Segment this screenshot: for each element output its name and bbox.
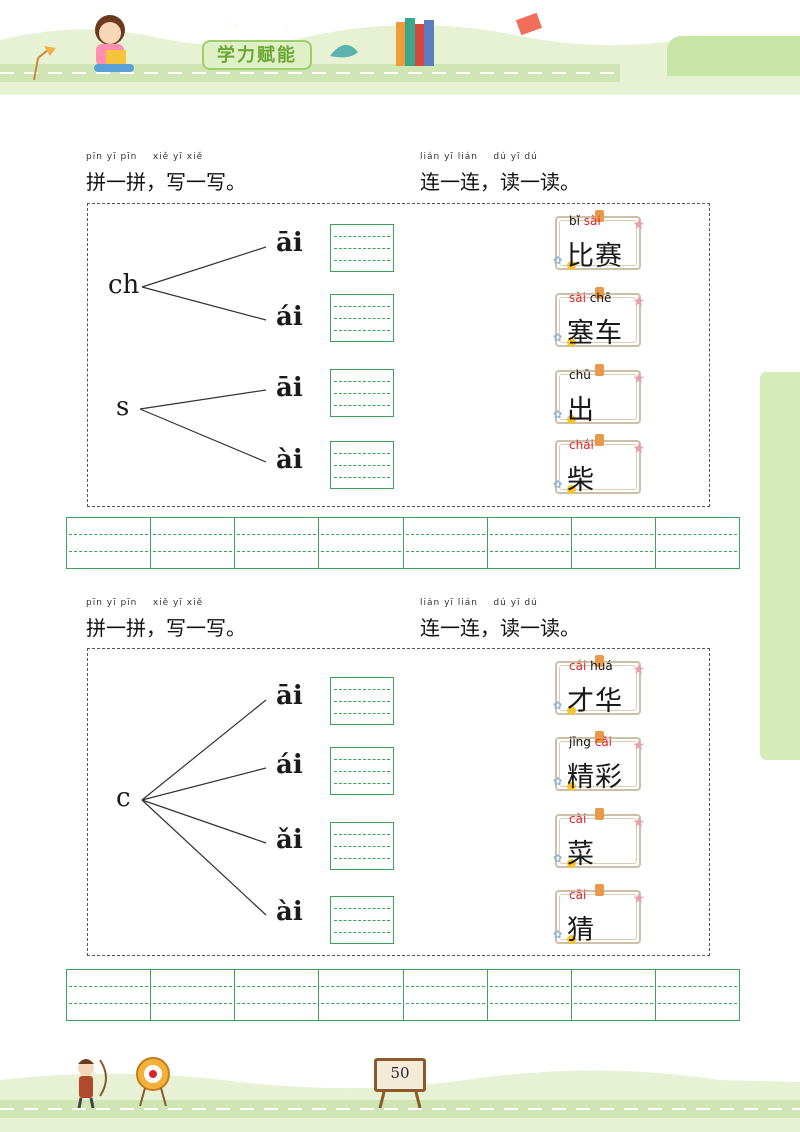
star-icon: ★ <box>632 662 645 678</box>
writing-box[interactable] <box>330 294 394 342</box>
writing-box[interactable] <box>330 441 394 489</box>
final-label: ái <box>276 750 303 780</box>
instruction-match-read: lián yī lián dú yī dú 连一连，读一读。 <box>420 152 580 195</box>
star-icon: ★ <box>632 815 645 831</box>
word-hanzi: 猜 <box>567 915 595 946</box>
final-label: ài <box>276 445 303 475</box>
writing-grid[interactable] <box>66 969 740 1021</box>
word-pinyin: cāi <box>569 888 587 902</box>
word-pinyin: bǐ sài <box>569 214 601 228</box>
header-decoration <box>0 12 800 95</box>
leaf-icon: ✿ <box>553 478 563 491</box>
leaf-icon: ✿ <box>553 254 563 267</box>
word-card[interactable]: ★ ✿ chái 柴 <box>553 434 645 496</box>
writing-grid[interactable] <box>66 517 740 569</box>
word-card[interactable]: ★ ✿ sài chē 塞车 <box>553 287 645 349</box>
writing-box[interactable] <box>330 896 394 944</box>
target-icon <box>136 1057 170 1107</box>
word-hanzi: 出 <box>567 395 595 426</box>
leaf-icon: ✿ <box>553 408 563 421</box>
leaf-icon <box>330 44 358 58</box>
page-number: 50 <box>390 1064 410 1082</box>
word-card[interactable]: ★ ✿ bǐ sài 比赛 <box>553 210 645 272</box>
flying-book-icon <box>515 12 543 36</box>
final-label: ái <box>276 302 303 332</box>
initial-label: s <box>116 392 130 422</box>
word-hanzi: 比赛 <box>567 241 623 272</box>
top-right-tab <box>667 36 800 76</box>
footer-decoration <box>0 1057 800 1132</box>
instruction-pinyin: lián yī lián dú yī dú <box>420 598 538 608</box>
word-pinyin: chū <box>569 368 591 382</box>
instruction-spell-write: pīn yī pīn xiě yī xiě 拼一拼，写一写。 <box>86 152 246 195</box>
word-card[interactable]: ★ ✿ cāi 猜 <box>553 884 645 946</box>
star-icon: ★ <box>632 738 645 754</box>
writing-box[interactable] <box>330 822 394 870</box>
word-pinyin: cài <box>569 812 587 826</box>
exercise-box <box>87 648 710 956</box>
instruction-text: 拼一拼，写一写。 <box>86 616 246 640</box>
leaf-icon: ✿ <box>553 775 563 788</box>
writing-box[interactable] <box>330 369 394 417</box>
word-pinyin: chái <box>569 438 594 452</box>
instruction-pinyin: pīn yī pīn xiě yī xiě <box>86 152 204 162</box>
word-pinyin: sài chē <box>569 291 612 305</box>
final-label: āi <box>276 373 303 403</box>
final-label: ài <box>276 897 303 927</box>
instruction-match-read: lián yī lián dú yī dú 连一连，读一读。 <box>420 598 580 641</box>
initial-label: ch <box>108 270 140 300</box>
star-icon: ★ <box>632 371 645 387</box>
instruction-pinyin: pīn yī pīn xiě yī xiě <box>86 598 204 608</box>
instruction-spell-write: pīn yī pīn xiě yī xiě 拼一拼，写一写。 <box>86 598 246 641</box>
writing-box[interactable] <box>330 224 394 272</box>
star-icon: ★ <box>632 891 645 907</box>
star-icon: ★ <box>632 294 645 310</box>
word-hanzi: 精彩 <box>567 762 623 793</box>
word-hanzi: 柴 <box>567 465 595 496</box>
leaf-icon: ✿ <box>553 331 563 344</box>
word-card[interactable]: ★ ✿ cài 菜 <box>553 808 645 870</box>
leaf-icon: ✿ <box>553 699 563 712</box>
brand-title-bottom: 学力赋能 <box>202 40 312 70</box>
word-pinyin: jīng cǎi <box>569 735 613 749</box>
initial-label: c <box>116 783 131 813</box>
instruction-text: 连一连，读一读。 <box>420 170 580 194</box>
reading-girl-icon <box>94 15 134 72</box>
instruction-text: 拼一拼，写一写。 <box>86 170 246 194</box>
word-card[interactable]: ★ ✿ cái huá 才华 <box>553 655 645 717</box>
final-label: āi <box>276 681 303 711</box>
leaf-icon: ✿ <box>553 928 563 941</box>
archer-icon <box>77 1059 107 1109</box>
instruction-pinyin: lián yī lián dú yī dú <box>420 152 538 162</box>
writing-box[interactable] <box>330 677 394 725</box>
word-card[interactable]: ★ ✿ chū 出 <box>553 364 645 426</box>
word-hanzi: 菜 <box>567 839 595 870</box>
star-icon: ★ <box>632 441 645 457</box>
star-icon: ★ <box>632 217 645 233</box>
leaf-icon: ✿ <box>553 852 563 865</box>
exercise-box <box>87 203 710 507</box>
brand-title-top: 小学必备 <box>221 16 290 36</box>
word-hanzi: 才华 <box>567 686 623 717</box>
instruction-text: 连一连，读一读。 <box>420 616 580 640</box>
final-label: ǎi <box>276 825 303 855</box>
word-pinyin: cái huá <box>569 659 613 673</box>
word-hanzi: 塞车 <box>567 318 623 349</box>
writing-box[interactable] <box>330 747 394 795</box>
lamp-icon <box>33 46 56 81</box>
page-number-board <box>374 1058 426 1092</box>
word-card[interactable]: ★ ✿ jīng cǎi 精彩 <box>553 731 645 793</box>
final-label: āi <box>276 228 303 258</box>
books-icon <box>396 18 434 66</box>
side-band <box>760 372 800 760</box>
